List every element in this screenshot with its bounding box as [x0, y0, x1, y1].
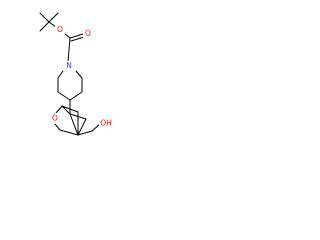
bond-piperidine-c4-c5	[69, 91, 83, 101]
ester-oxygen-atom: O	[55, 25, 65, 35]
piperidine-nitrogen-atom: N	[64, 61, 74, 72]
structure-diagram: O O N O OH	[0, 0, 152, 152]
bond-bicycle-right-to-bridgehead	[77, 118, 87, 136]
bond-piperidine-n-c2	[57, 70, 64, 79]
ether-oxygen-atom: O	[50, 113, 60, 124]
bond-carbonyl-nitrogen	[67, 37, 71, 63]
ester-oxygen-label: O	[57, 25, 63, 34]
bond-carbonyl-double-b	[70, 36, 85, 42]
bond-tbutyl-to-ester-oxygen	[48, 21, 57, 28]
ether-oxygen-label: O	[52, 114, 58, 123]
hydroxyl-label: OH	[100, 119, 112, 128]
bond-tbutyl-methyl-left	[39, 12, 50, 23]
piperidine-nitrogen-label: N	[66, 61, 72, 70]
bond-bicycle-bridge-down	[69, 113, 79, 136]
bond-bicycle-bridgehead-c-upper	[61, 105, 71, 115]
bond-carbonyl-double-a	[69, 33, 84, 39]
molecule-drawing: O O N O OH	[39, 12, 114, 136]
bond-piperidine-c3-c4	[57, 91, 71, 101]
atom-layer: O O N O OH	[50, 25, 114, 129]
bond-bicycle-ether-oxygen-c	[54, 123, 61, 131]
bond-piperidine-c6-n	[75, 70, 83, 79]
hydroxyl-group: OH	[99, 118, 114, 129]
bond-bicycle-upper-bridge	[61, 105, 79, 113]
bond-bridgehead-to-ch2	[77, 130, 93, 136]
bond-layer	[39, 12, 101, 136]
bond-tbutyl-methyl-down	[39, 21, 50, 32]
bond-ch2-to-hydroxyl	[91, 123, 101, 132]
bond-bicycle-c-lower-left	[59, 129, 79, 136]
carbonyl-oxygen-label: O	[85, 29, 91, 38]
carbonyl-oxygen-atom: O	[83, 29, 92, 39]
bond-tbutyl-methyl-right	[48, 12, 59, 23]
bond-bicycle-c-to-ether-oxygen	[55, 105, 63, 114]
